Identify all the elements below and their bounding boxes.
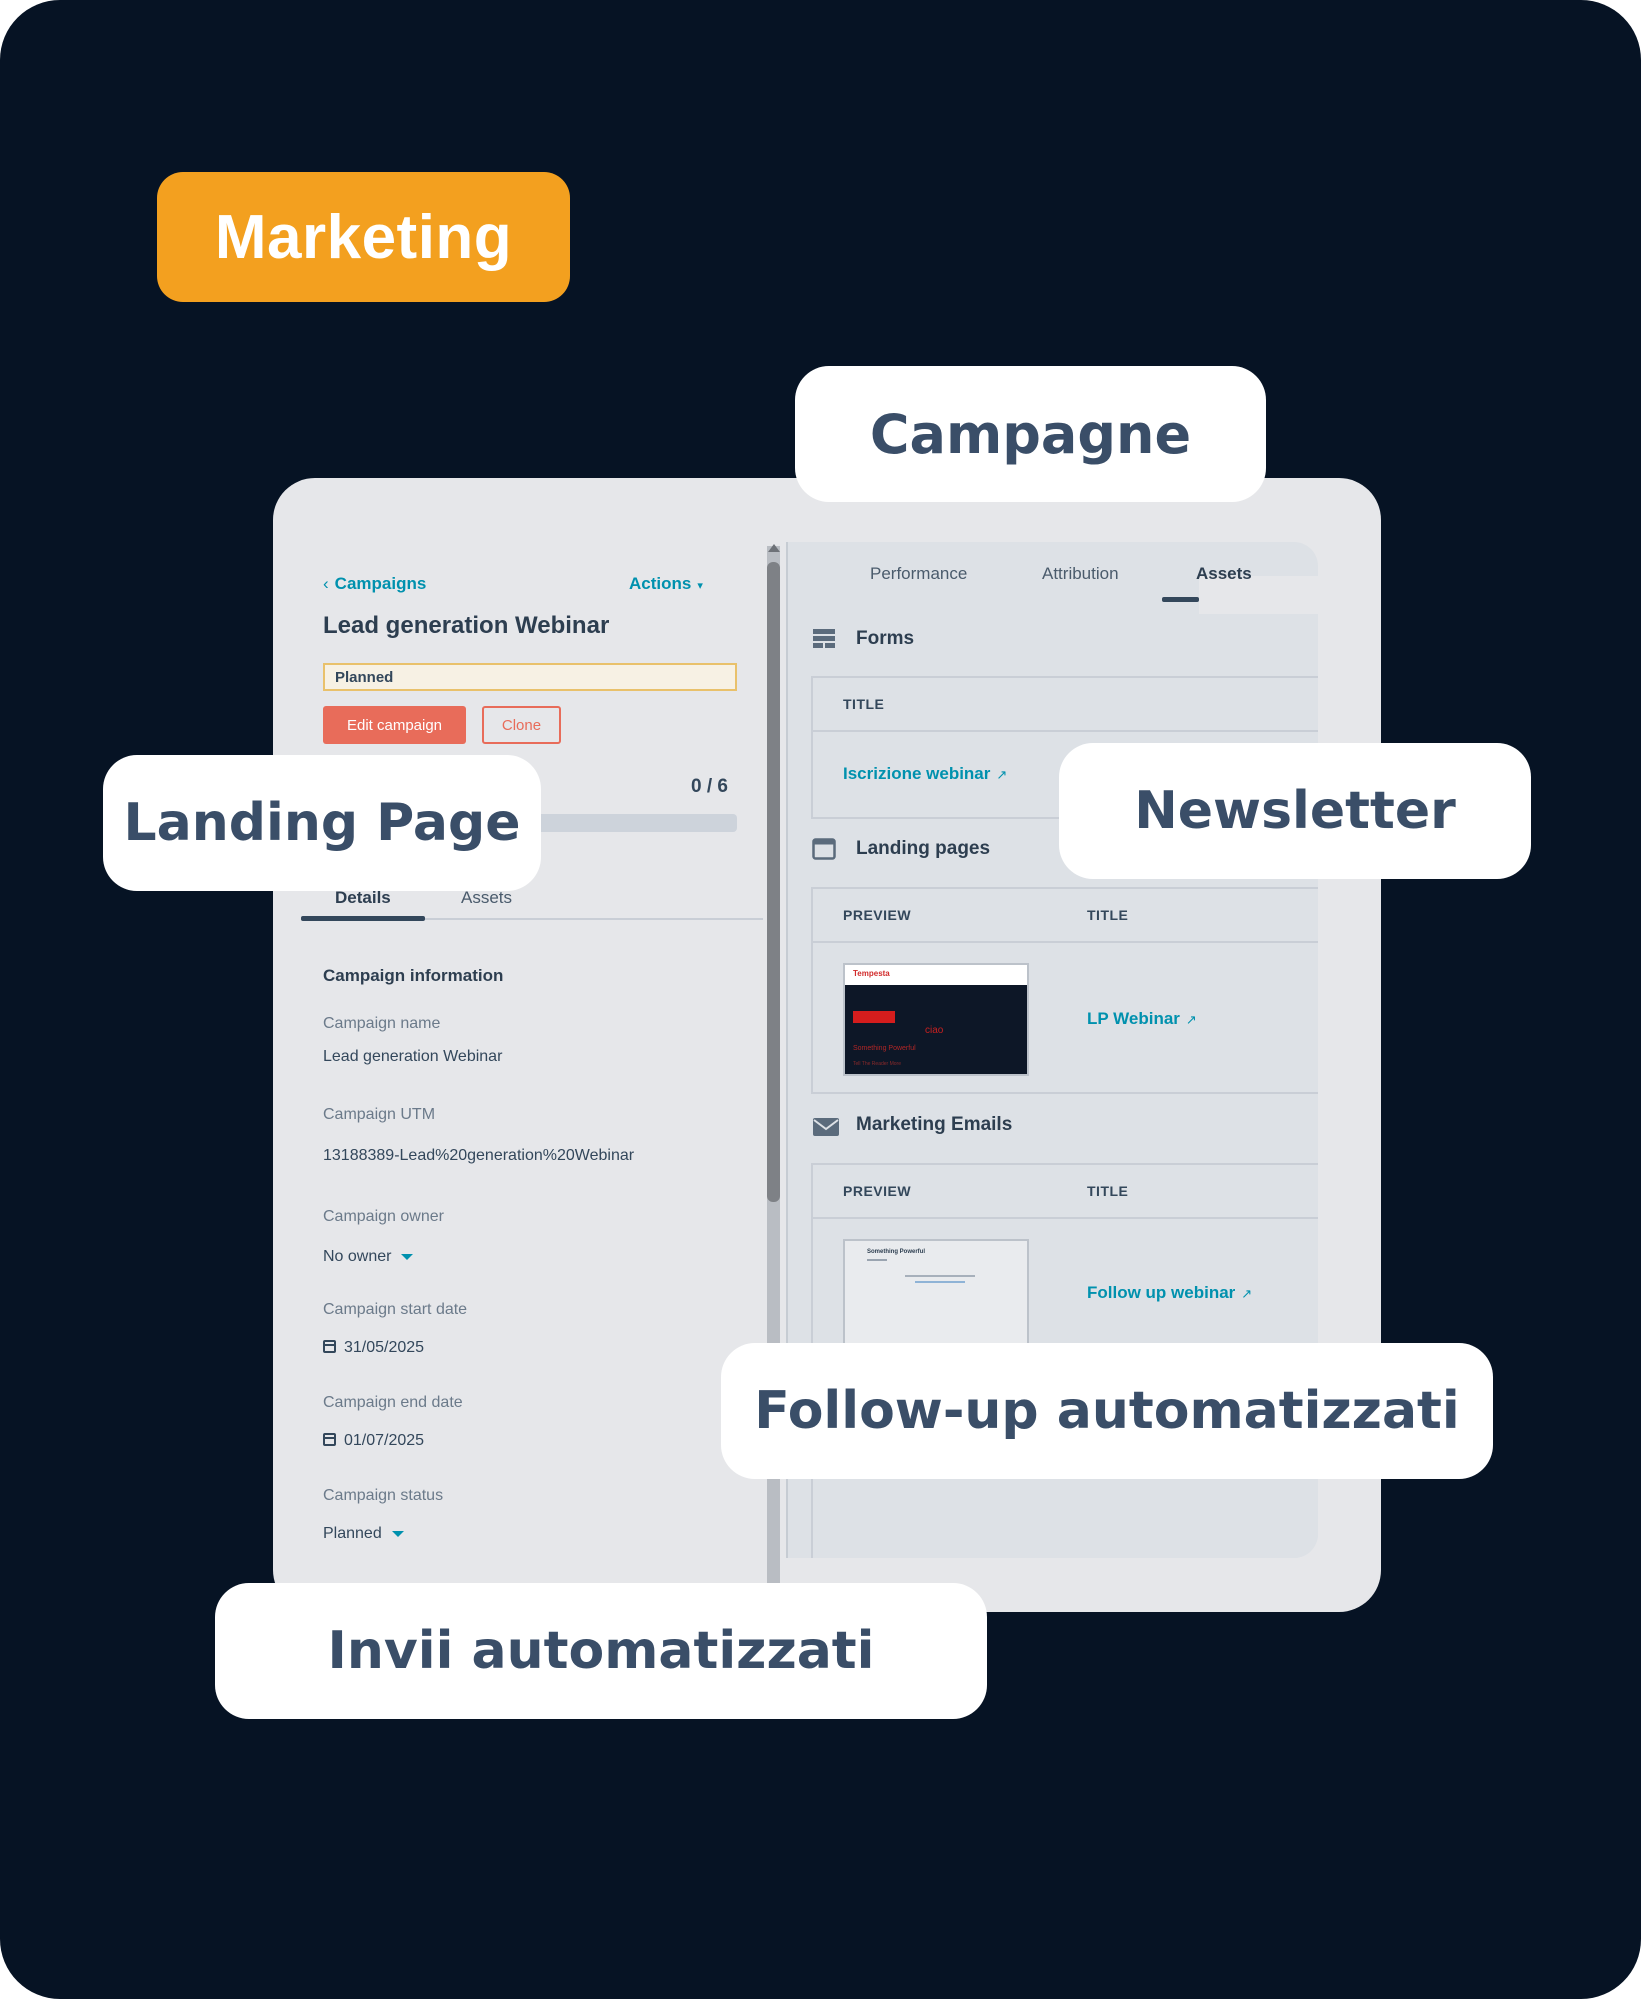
col-title: TITLE (1087, 907, 1129, 923)
emails-table-header: PREVIEW TITLE (813, 1165, 1318, 1219)
email-row: Something Powerful Follow up webinar ↗ (813, 1219, 1318, 1379)
campaign-status-select[interactable]: Planned (323, 1525, 404, 1543)
active-tab-indicator (301, 916, 425, 921)
caret-down-icon: ▾ (697, 580, 703, 592)
tab-assets-right[interactable]: Assets (1196, 564, 1252, 583)
col-preview: PREVIEW (843, 907, 912, 923)
campaign-status-label: Campaign status (323, 1487, 444, 1504)
followup-label: Follow-up automatizzati (721, 1343, 1493, 1479)
tab-assets[interactable]: Assets (461, 888, 513, 907)
clone-button[interactable]: Clone (482, 706, 561, 744)
chevron-left-icon: ‹ (323, 574, 329, 593)
preview-topbar (845, 965, 1027, 985)
col-title: TITLE (843, 696, 885, 712)
forms-table-header: TITLE (813, 678, 1318, 732)
preview-button (853, 1011, 895, 1023)
actions-dropdown[interactable]: Actions ▾ (629, 574, 703, 594)
start-date-value: 31/05/2025 (344, 1339, 425, 1356)
status-value: Planned (323, 1525, 382, 1542)
tab-attribution[interactable]: Attribution (1042, 564, 1119, 583)
landing-link-lp-webinar[interactable]: LP Webinar ↗ (1087, 1009, 1197, 1029)
tab-details[interactable]: Details (335, 888, 391, 907)
detail-tabs: Details Assets (301, 888, 763, 921)
caret-down-icon (391, 1530, 404, 1537)
campaign-name-value: Lead generation Webinar (323, 1048, 503, 1065)
email-preview-title: Something Powerful (867, 1249, 926, 1255)
campaign-utm-label: Campaign UTM (323, 1106, 436, 1123)
col-preview: PREVIEW (843, 1183, 912, 1199)
start-date-field[interactable]: 31/05/2025 (323, 1339, 424, 1357)
external-link-icon: ↗ (1185, 1012, 1197, 1027)
external-link-icon: ↗ (996, 767, 1008, 782)
campaign-name-label: Campaign name (323, 1015, 441, 1032)
email-preview[interactable]: Something Powerful (843, 1239, 1029, 1349)
progress-count: 0 / 6 (691, 776, 728, 797)
form-link-iscrizione[interactable]: Iscrizione webinar ↗ (843, 764, 1007, 784)
campaign-details-panel: ‹ Campaigns Actions ▾ Lead generation Webi… (273, 478, 763, 1612)
form-title: Iscrizione webinar (843, 764, 991, 783)
calendar-icon (323, 1340, 336, 1353)
calendar-icon (323, 1433, 336, 1446)
end-date-field[interactable]: 01/07/2025 (323, 1432, 424, 1450)
email-title: Follow up webinar (1087, 1283, 1236, 1302)
preview-subline: Tell The Reader More (853, 1061, 901, 1067)
panel-divider (786, 542, 788, 1558)
external-link-icon: ↗ (1241, 1286, 1253, 1301)
form-icon (813, 629, 835, 648)
caret-down-icon (401, 1253, 414, 1260)
forms-heading: Forms (856, 628, 915, 649)
scrollbar-thumb[interactable] (767, 562, 780, 1202)
invii-label: Invii automatizzati (215, 1583, 987, 1719)
page-title: Lead generation Webinar (323, 612, 610, 639)
newsletter-label: Newsletter (1059, 743, 1531, 879)
tab-performance[interactable]: Performance (870, 564, 968, 583)
campagne-label: Campagne (795, 366, 1266, 502)
campaign-owner-label: Campaign owner (323, 1208, 444, 1225)
owner-value: No owner (323, 1248, 392, 1265)
edit-campaign-button[interactable]: Edit campaign (323, 706, 466, 744)
end-date-label: Campaign end date (323, 1394, 463, 1411)
landing-page-preview[interactable]: Tempesta ciao Something Powerful Tell Th… (843, 963, 1029, 1076)
status-badge: Planned (323, 663, 737, 691)
campaign-utm-value: 13188389-Lead%20generation%20Webinar (323, 1147, 635, 1164)
landing-pages-heading: Landing pages (856, 838, 991, 859)
col-title: TITLE (1087, 1183, 1129, 1199)
end-date-value: 01/07/2025 (344, 1432, 425, 1449)
section-title: Campaign information (323, 966, 504, 985)
landing-page-icon (812, 838, 836, 860)
active-tab-background (1199, 576, 1318, 614)
email-icon (813, 1118, 839, 1136)
scroll-up-arrow-icon[interactable] (768, 544, 780, 552)
landing-pages-table: PREVIEW TITLE Tempesta ciao Something Po… (811, 887, 1318, 1094)
breadcrumb-campaigns[interactable]: ‹ Campaigns (323, 574, 426, 594)
active-tab-indicator (1162, 597, 1199, 602)
email-preview-line (905, 1275, 975, 1277)
marketing-emails-heading: Marketing Emails (856, 1114, 1013, 1135)
landing-page-label: Landing Page (103, 755, 541, 891)
email-preview-link (915, 1281, 965, 1283)
preview-word: ciao (925, 1025, 944, 1036)
landing-title: LP Webinar (1087, 1009, 1180, 1028)
email-preview-line (867, 1259, 887, 1261)
landing-row: Tempesta ciao Something Powerful Tell Th… (813, 943, 1318, 1094)
email-link-follow-up[interactable]: Follow up webinar ↗ (1087, 1283, 1252, 1303)
breadcrumb-label: Campaigns (334, 574, 427, 593)
preview-headline: Something Powerful (853, 1045, 916, 1052)
campaign-owner-select[interactable]: No owner (323, 1248, 414, 1266)
actions-label: Actions (629, 574, 692, 593)
preview-brand: Tempesta (853, 969, 890, 978)
marketing-badge: Marketing (157, 172, 570, 302)
start-date-label: Campaign start date (323, 1301, 468, 1318)
landing-table-header: PREVIEW TITLE (813, 889, 1318, 943)
